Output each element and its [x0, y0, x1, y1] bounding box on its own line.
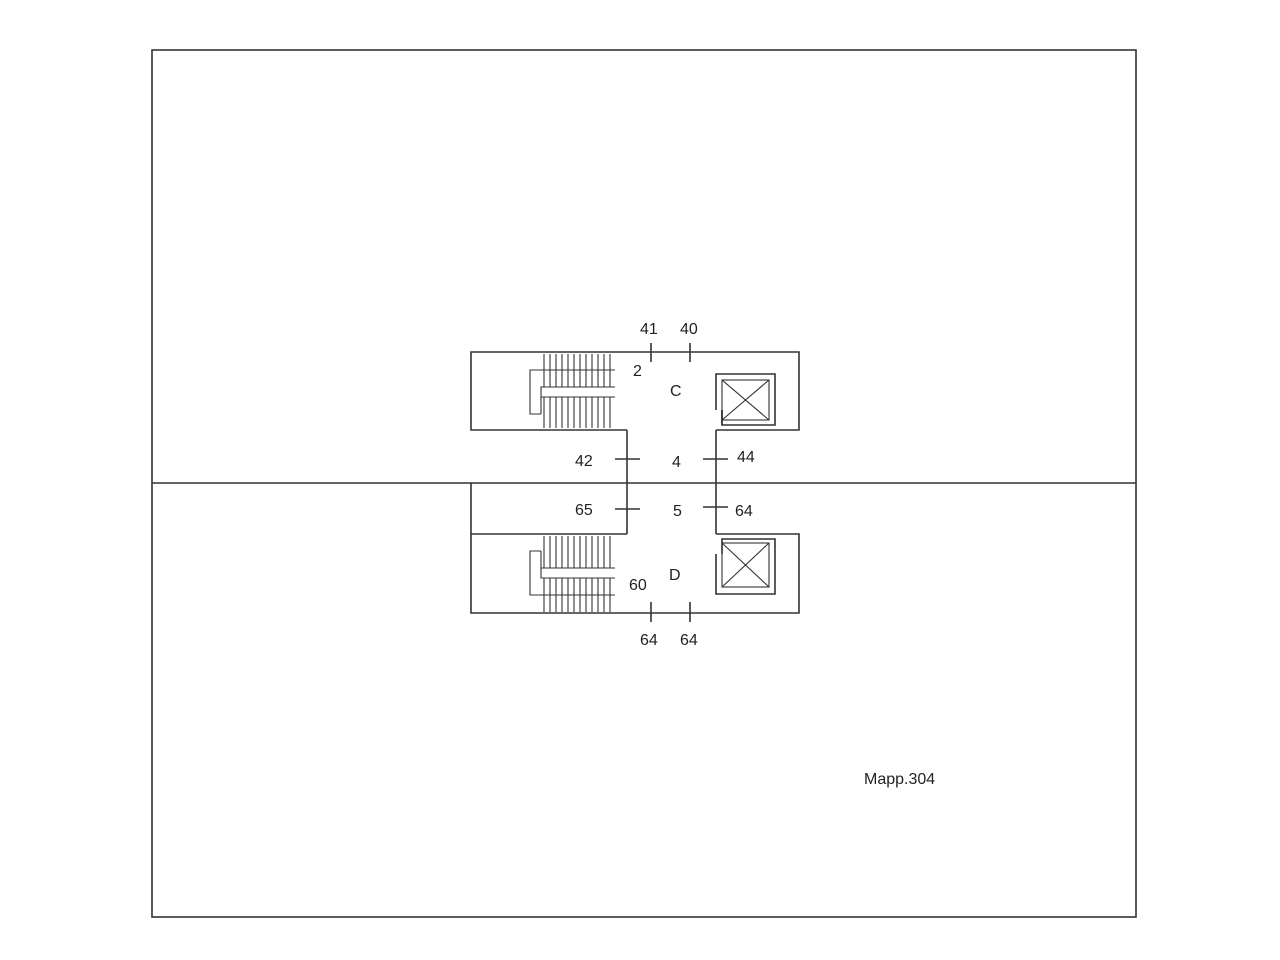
block-c [470, 351, 800, 483]
label-64-bottom-right: 64 [680, 632, 698, 649]
label-42: 42 [575, 453, 593, 470]
elevator-c [715, 373, 776, 426]
label-65: 65 [575, 502, 593, 519]
label-4: 4 [672, 454, 681, 471]
label-64-right: 64 [735, 503, 753, 520]
boundary-ticks [615, 343, 728, 622]
label-60: 60 [629, 577, 647, 594]
staircase-d [529, 536, 615, 612]
label-44: 44 [737, 449, 755, 466]
label-40: 40 [680, 321, 698, 338]
label-d: D [669, 567, 681, 584]
label-64-bottom-left: 64 [640, 632, 658, 649]
label-5: 5 [673, 503, 682, 520]
label-41: 41 [640, 321, 658, 338]
elevator-d [715, 538, 776, 595]
label-c: C [670, 383, 682, 400]
staircase-c [529, 354, 615, 428]
label-mapp: Mapp.304 [864, 771, 935, 788]
label-2: 2 [633, 363, 642, 380]
